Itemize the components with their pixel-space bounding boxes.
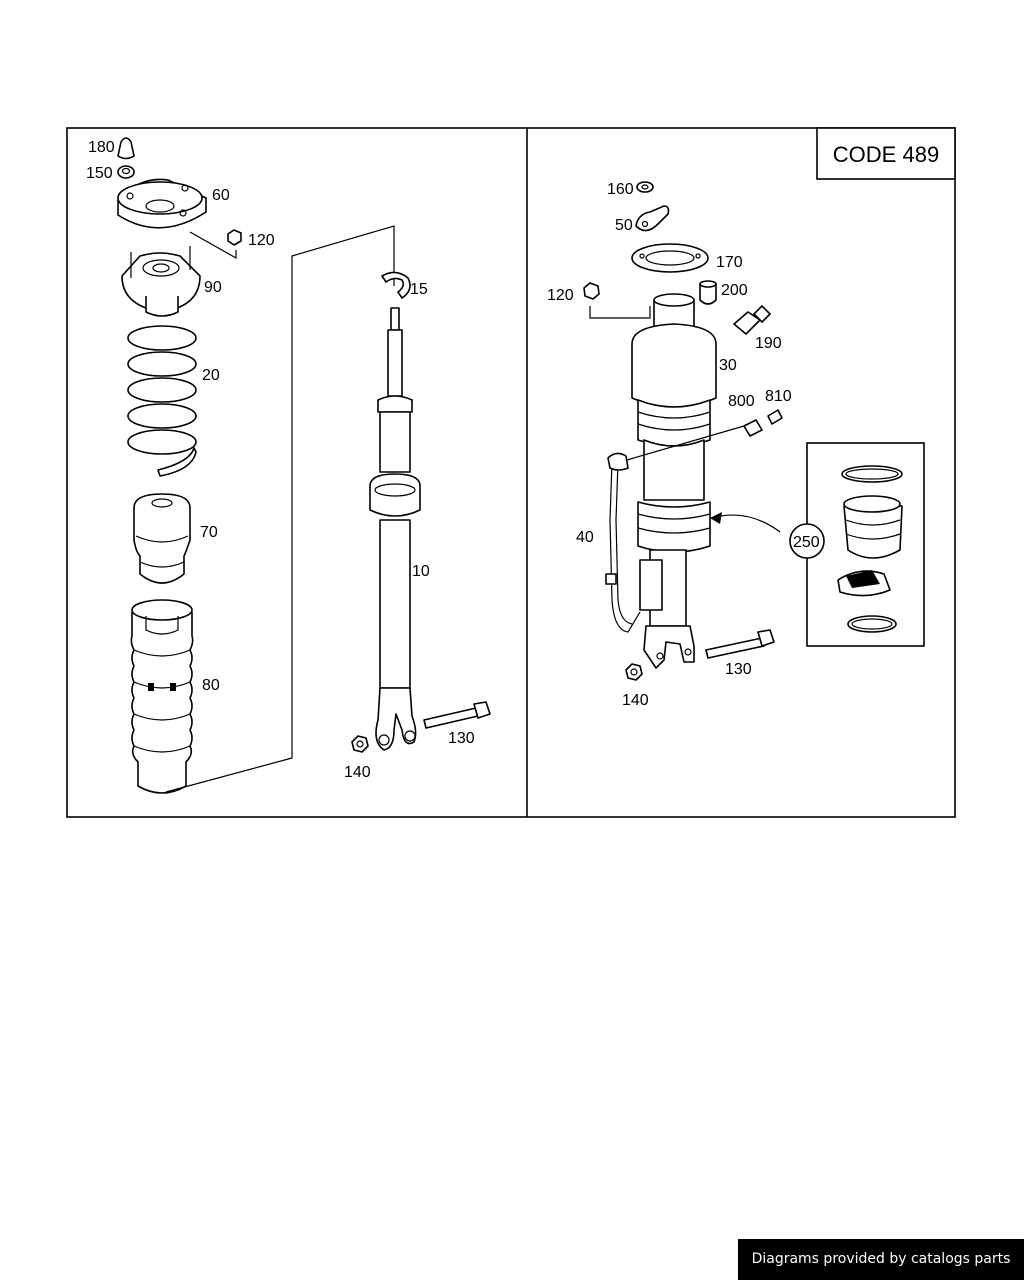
part-bump-stop-70 [133, 493, 191, 584]
label-120-left: 120 [248, 232, 275, 249]
detail-box-250 [806, 442, 925, 647]
label-140-left: 140 [344, 764, 371, 781]
part-bolt-130-left [423, 701, 491, 729]
label-20: 20 [202, 367, 220, 384]
code-label: CODE 489 [833, 142, 939, 167]
part-coil-spring-20 [127, 325, 197, 477]
label-190: 190 [755, 335, 782, 352]
part-shock-absorber-10 [369, 307, 421, 751]
part-nut-120-left [189, 229, 242, 260]
label-10: 10 [412, 563, 430, 580]
part-fitting-200 [699, 280, 717, 305]
part-mount-plate-60 [117, 178, 207, 229]
part-nut-140-left [351, 735, 369, 753]
label-60: 60 [212, 187, 230, 204]
label-250: 250 [793, 534, 820, 551]
label-150: 150 [86, 165, 113, 182]
label-90: 90 [204, 279, 222, 296]
part-washer-160 [636, 181, 654, 193]
diagram-frame [66, 127, 956, 818]
credit-banner: Diagrams provided by catalogs parts [738, 1239, 1024, 1280]
label-800: 800 [728, 393, 755, 410]
part-dust-boot-80 [130, 599, 194, 794]
label-170: 170 [716, 254, 743, 271]
label-180: 180 [88, 139, 115, 156]
arrow-head [710, 512, 722, 524]
right-panel: 160 50 170 120 200 190 30 800 810 40 250… [547, 181, 925, 709]
label-40: 40 [576, 529, 594, 546]
detail-arrow [711, 514, 781, 533]
part-nut-120-right [583, 282, 651, 319]
label-130-left: 130 [448, 730, 475, 747]
part-clip-15 [381, 271, 411, 299]
left-panel: 180 150 60 120 90 20 70 80 15 10 130 140 [86, 137, 491, 794]
part-bolt-130-right [705, 629, 775, 659]
part-bracket-50 [635, 205, 670, 232]
label-70: 70 [200, 524, 218, 541]
label-200: 200 [721, 282, 748, 299]
part-air-strut-30 [631, 293, 717, 669]
callout-circle-250 [789, 523, 825, 559]
label-130-right: 130 [725, 661, 752, 678]
label-30: 30 [719, 357, 737, 374]
label-140-right: 140 [622, 692, 649, 709]
part-nut-140-right [625, 663, 643, 681]
part-top-mount-90 [121, 246, 201, 317]
leader-line-left [165, 225, 395, 793]
part-nut-150 [117, 165, 135, 179]
code-box: CODE 489 [816, 127, 956, 180]
part-sensor-cable-40 [605, 425, 745, 633]
part-valve-190 [733, 305, 771, 335]
part-cap-180 [117, 137, 135, 160]
label-80: 80 [202, 677, 220, 694]
label-15: 15 [410, 281, 428, 298]
label-160: 160 [607, 181, 634, 198]
label-810: 810 [765, 388, 792, 405]
label-50: 50 [615, 217, 633, 234]
part-gasket-170 [631, 243, 709, 273]
part-connector-800 [743, 419, 763, 437]
label-120-right: 120 [547, 287, 574, 304]
part-connector-810 [767, 409, 783, 425]
